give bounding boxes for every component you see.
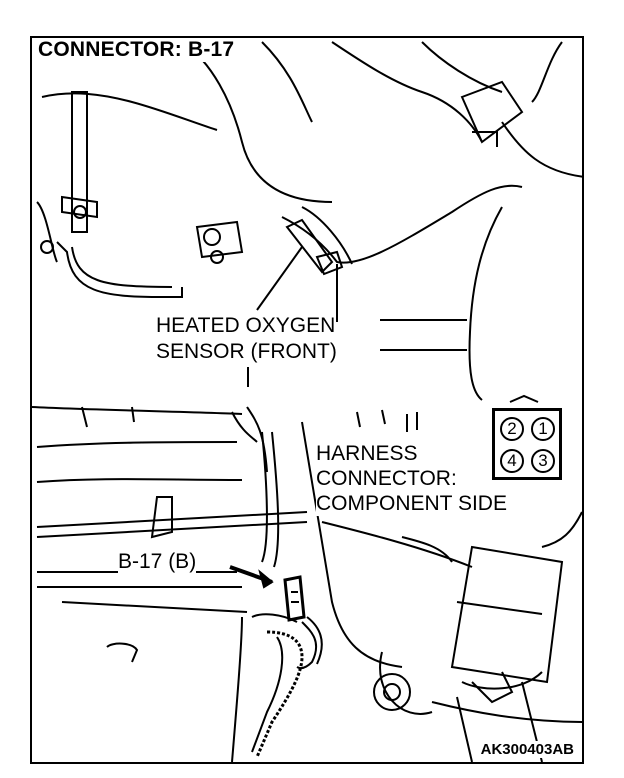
harness-label-line1: HARNESS: [316, 442, 418, 466]
harness-connector-face: 2 1 4 3: [492, 408, 562, 480]
sensor-label-line2: SENSOR (FRONT): [156, 340, 337, 364]
diagram-title: CONNECTOR: B-17: [36, 38, 237, 62]
connector-callout: B-17 (B): [118, 550, 197, 574]
connector-pin: 4: [500, 449, 524, 473]
engine-line-drawing: [32, 41, 582, 762]
connector-pin: 1: [531, 417, 555, 441]
figure-code: AK300403AB: [478, 741, 576, 758]
connector-pin: 3: [531, 449, 555, 473]
sensor-label-line1: HEATED OXYGEN: [156, 314, 336, 338]
connector-pin: 2: [500, 417, 524, 441]
harness-label-line2: CONNECTOR:: [316, 467, 457, 491]
harness-label-line3: COMPONENT SIDE: [316, 492, 507, 516]
diagram-frame: 2 1 4 3: [30, 36, 584, 764]
